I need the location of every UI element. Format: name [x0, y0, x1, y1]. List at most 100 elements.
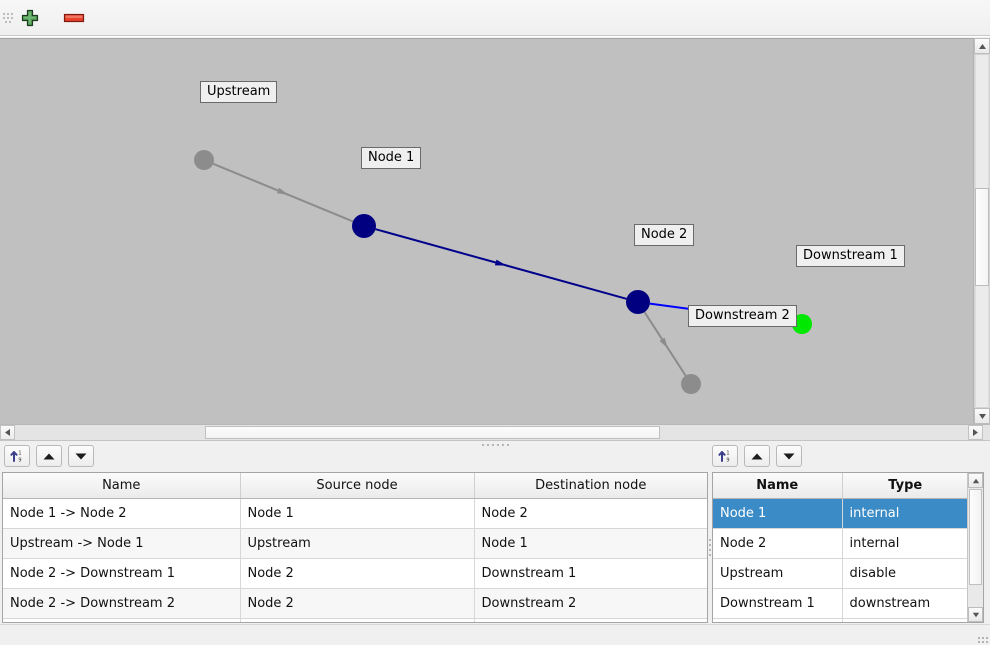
- nodes-table-toolbar: 1 9: [712, 444, 802, 468]
- nodes-table-vertical-scrollbar[interactable]: [967, 473, 983, 622]
- move-down-icon: [783, 453, 795, 459]
- nodes-cell-name: Node 1: [713, 498, 843, 529]
- edges-table-header-row: Name Source node Destination node: [3, 473, 707, 499]
- edges-cell-empty: [240, 618, 475, 622]
- edges-column-header-destination[interactable]: Destination node: [474, 473, 707, 499]
- vertical-splitter[interactable]: [708, 472, 712, 623]
- nodes-column-header-name[interactable]: Name: [713, 473, 843, 499]
- graph-node-upstream[interactable]: [194, 150, 214, 170]
- scroll-track-lower[interactable]: [975, 286, 989, 407]
- triangle-left-icon: [5, 429, 10, 436]
- sort-icon: 1 9: [718, 451, 730, 463]
- nodes-cell-name: Downstream 1: [713, 588, 843, 619]
- edges-cell-source: Node 1: [240, 498, 475, 529]
- graph-node-label-node2[interactable]: Node 2: [634, 224, 695, 246]
- move-up-icon: [751, 453, 763, 459]
- add-button[interactable]: [13, 3, 47, 33]
- graph-node-label-downstream2[interactable]: Downstream 2: [688, 305, 797, 327]
- graph-node-node2[interactable]: [626, 290, 650, 314]
- edges-cell-empty: [3, 618, 241, 622]
- graph-vertical-scrollbar[interactable]: [973, 38, 990, 424]
- scroll-down-arrow[interactable]: [974, 408, 990, 424]
- edges-cell-destination: Downstream 1: [474, 558, 707, 589]
- graph-node-label-upstream[interactable]: Upstream: [200, 81, 278, 103]
- status-bar: [0, 624, 990, 645]
- edges-column-header-source[interactable]: Source node: [240, 473, 475, 499]
- edges-cell-destination: Downstream 2: [474, 588, 707, 619]
- edges-cell-name: Node 2 -> Downstream 1: [3, 558, 241, 589]
- nodes-scroll-thumb[interactable]: [969, 489, 982, 585]
- nodes-column-header-type[interactable]: Type: [842, 473, 968, 499]
- move-up-icon: [43, 453, 55, 459]
- svg-text:9: 9: [726, 457, 729, 463]
- horizontal-splitter[interactable]: [0, 440, 990, 448]
- triangle-right-icon: [973, 429, 978, 436]
- nodes-move-up-button[interactable]: [744, 445, 770, 467]
- svg-text:1: 1: [18, 451, 21, 457]
- graph-edge-arrowhead: [276, 187, 289, 195]
- nodes-cell-type: downstream: [842, 588, 968, 619]
- scroll-thumb-horizontal[interactable]: [205, 426, 660, 439]
- scroll-track-upper[interactable]: [975, 55, 989, 188]
- edges-cell-source: Node 2: [240, 588, 475, 619]
- vertical-splitter-grip: [709, 539, 711, 556]
- nodes-table-header-row: Name Type: [713, 473, 968, 499]
- graph-node-label-node1[interactable]: Node 1: [361, 147, 422, 169]
- edges-move-up-button[interactable]: [36, 445, 62, 467]
- scroll-thumb-vertical[interactable]: [975, 188, 989, 286]
- remove-button[interactable]: [57, 3, 91, 33]
- edges-table[interactable]: Name Source node Destination node Node 1…: [2, 472, 708, 623]
- triangle-up-icon: [978, 43, 986, 49]
- edges-cell-destination: Node 2: [474, 498, 707, 529]
- toolbar-drag-grip[interactable]: [3, 7, 13, 29]
- edges-column-header-name[interactable]: Name: [3, 473, 241, 499]
- nodes-cell-type: internal: [842, 528, 968, 559]
- graph-horizontal-scrollbar[interactable]: [0, 424, 990, 440]
- nodes-scroll-down-arrow[interactable]: [968, 607, 983, 622]
- graph-node-label-downstream1[interactable]: Downstream 1: [796, 245, 905, 267]
- scroll-track-left[interactable]: [16, 426, 205, 439]
- triangle-down-icon: [978, 413, 986, 419]
- nodes-cell-name: Upstream: [713, 558, 843, 589]
- edges-cell-source: Upstream: [240, 528, 475, 559]
- edges-move-down-button[interactable]: [68, 445, 94, 467]
- edges-cell-destination: Node 1: [474, 528, 707, 559]
- nodes-sort-button[interactable]: 1 9: [712, 445, 738, 467]
- scroll-track-right[interactable]: [660, 426, 973, 439]
- toolbar-separator: [0, 35, 990, 36]
- window-resize-grip[interactable]: [975, 630, 988, 643]
- nodes-table-empty-row[interactable]: [713, 618, 968, 622]
- scroll-left-arrow[interactable]: [0, 425, 15, 440]
- graph-drawing: [194, 150, 812, 394]
- main-toolbar: [0, 0, 990, 36]
- edges-cell-name: Upstream -> Node 1: [3, 528, 241, 559]
- edges-cell-empty: [474, 618, 707, 622]
- nodes-cell-type: disable: [842, 558, 968, 589]
- nodes-cell-type: internal: [842, 498, 968, 529]
- graph-node-downstream1[interactable]: [792, 314, 812, 334]
- nodes-move-down-button[interactable]: [776, 445, 802, 467]
- sort-icon: 1 9: [10, 451, 22, 463]
- svg-text:1: 1: [726, 451, 729, 457]
- scroll-up-arrow[interactable]: [974, 38, 990, 54]
- nodes-scroll-up-arrow[interactable]: [968, 473, 983, 488]
- edges-table-empty-row[interactable]: [3, 618, 707, 622]
- svg-text:9: 9: [18, 457, 21, 463]
- edges-sort-button[interactable]: 1 9: [4, 445, 30, 467]
- graph-node-downstream2[interactable]: [681, 374, 701, 394]
- triangle-up-icon: [972, 478, 979, 483]
- graph-node-node1[interactable]: [352, 214, 376, 238]
- add-icon: [21, 9, 39, 27]
- edges-cell-name: Node 1 -> Node 2: [3, 498, 241, 529]
- scroll-right-arrow[interactable]: [968, 425, 983, 440]
